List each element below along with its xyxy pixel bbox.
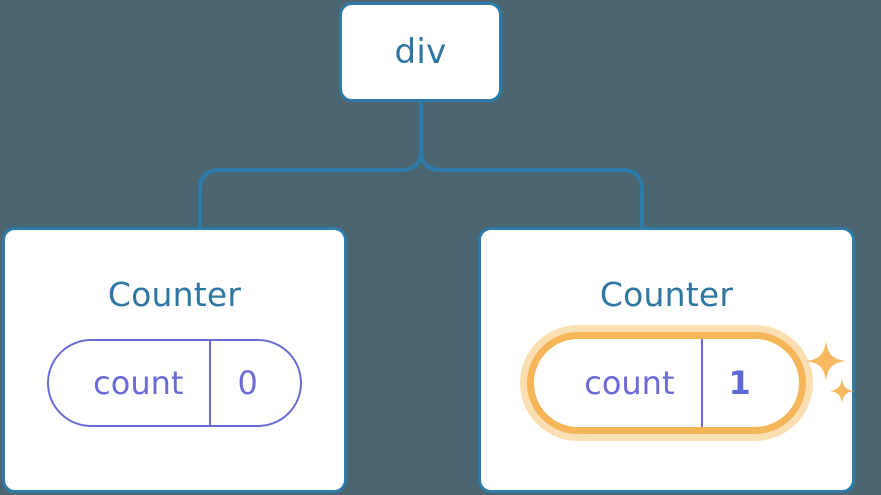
highlight-ring (527, 332, 806, 434)
counter-right-title: Counter (599, 275, 734, 314)
state-pill-left[interactable]: count 0 (47, 339, 302, 427)
state-value-left: 0 (209, 341, 299, 425)
sparkle-small-icon (829, 378, 855, 404)
connector-to-right-child (419, 100, 644, 230)
state-pill-left-wrap: count 0 (47, 339, 302, 427)
state-value-right: 1 (700, 339, 799, 427)
connector-to-left-child (198, 100, 423, 230)
node-div-label: div (394, 32, 447, 72)
state-pill-right[interactable]: count 1 (534, 339, 799, 427)
state-pill-right-wrap: count 1 (520, 325, 855, 441)
highlight-glow-ring (520, 325, 813, 441)
node-counter-left[interactable]: Counter count 0 (2, 227, 347, 493)
state-key-left: count (93, 364, 184, 402)
counter-left-title: Counter (107, 275, 242, 314)
node-div[interactable]: div (339, 2, 502, 102)
state-key-right: count (584, 364, 675, 402)
node-counter-right[interactable]: Counter count 1 (478, 227, 855, 493)
